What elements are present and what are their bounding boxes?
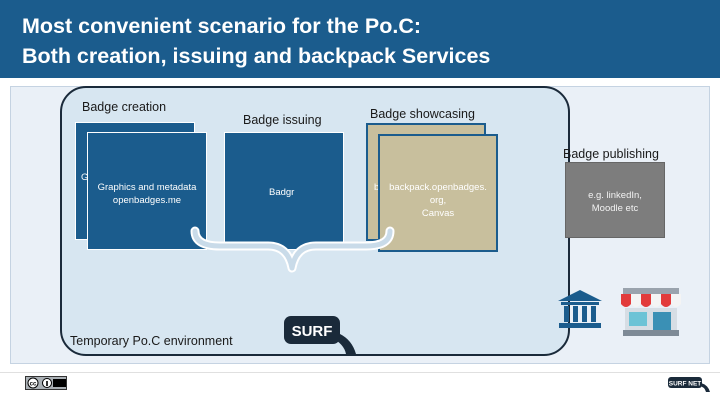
badge-showcasing-heading: Badge showcasing xyxy=(370,107,475,121)
surfnet-logo-text: SURF NET xyxy=(669,381,702,388)
poc-environment-label: Temporary Po.C environment xyxy=(70,334,233,348)
showcasing-text-line-2: org, xyxy=(429,195,447,206)
publishing-box: e.g. linkedIn, Moodle etc xyxy=(565,162,665,238)
issuing-box: Badgr xyxy=(224,132,344,250)
creation-front-box: Graphics and metadata openbadges.me xyxy=(87,132,207,250)
title-bar: Most convenient scenario for the Po.C: B… xyxy=(0,0,720,78)
creation-text-line-2: openbadges.me xyxy=(112,195,182,206)
creative-commons-icon: cc xyxy=(25,376,67,390)
showcasing-text-line-3: Canvas xyxy=(421,208,455,219)
surf-logo-text: SURF xyxy=(292,323,333,340)
badge-creation-heading: Badge creation xyxy=(82,100,167,114)
publishing-text-line-1: e.g. linkedIn, xyxy=(588,190,642,201)
curly-brace-icon xyxy=(190,226,395,273)
institution-building-icon xyxy=(558,290,602,328)
issuing-text: Badgr xyxy=(269,187,295,198)
slide-title-line-1: Most convenient scenario for the Po.C: xyxy=(22,14,421,38)
showcasing-front-box: backpack.openbadges. org, Canvas xyxy=(378,134,498,252)
creation-text-line-1: Graphics and metadata xyxy=(97,182,197,193)
slide-title-line-2: Both creation, issuing and backpack Serv… xyxy=(22,44,491,68)
cc-text: cc xyxy=(30,382,37,388)
surfnet-logo-icon: SURF NET xyxy=(668,377,710,392)
publishing-text-line-2: Moodle etc xyxy=(591,203,639,214)
badge-issuing-heading: Badge issuing xyxy=(243,113,322,127)
showcasing-text-line-1: backpack.openbadges. xyxy=(389,182,487,193)
badge-publishing-heading: Badge publishing xyxy=(563,147,659,161)
surf-logo-icon: SURF xyxy=(284,316,356,354)
footer: cc SURF NET xyxy=(0,372,720,406)
showcasing-back-text: b xyxy=(374,182,380,193)
storefront-icon xyxy=(621,288,681,336)
creation-back-text: G xyxy=(81,172,89,183)
